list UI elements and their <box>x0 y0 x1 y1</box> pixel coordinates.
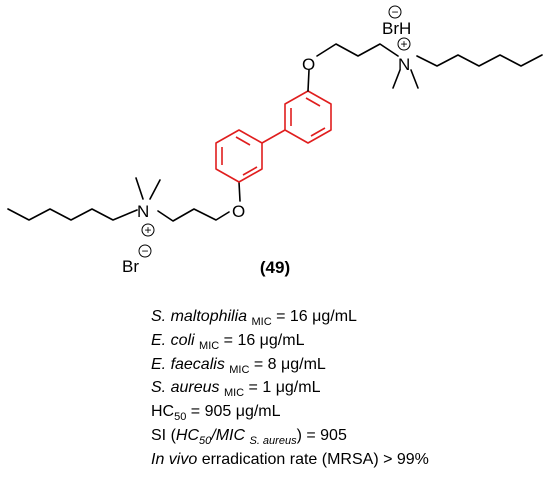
bromide-negative-charge: − <box>138 244 152 258</box>
right-oxygen-atom: O <box>302 55 315 74</box>
prop-coli-mic: E. coli MIC = 16 μg/mL <box>151 331 305 352</box>
left-propyl-linker <box>157 208 230 222</box>
biphenyl-ring-lower <box>215 129 263 183</box>
prop-aureus-mic: S. aureus MIC = 1 μg/mL <box>151 379 321 400</box>
left-n-methyl-2 <box>149 179 161 200</box>
right-n-positive-charge: + <box>397 37 411 51</box>
biphenyl-ring-upper <box>284 90 332 144</box>
left-nitrogen-atom: N <box>137 202 149 221</box>
chemical-structure: O O N N Br BrH + + − − <box>7 5 543 276</box>
prop-selectivity-index: SI (HC50/MIC S. aureus) = 905 <box>151 426 347 447</box>
hydrobromide-negative-charge: − <box>388 5 402 19</box>
ring-upper-double-2 <box>310 127 326 137</box>
prop-hc50: HC50 = 905 μg/mL <box>151 403 281 424</box>
svg-text:−: − <box>391 5 398 19</box>
right-n-methyl-1 <box>392 69 401 89</box>
right-aryl-o-bond <box>307 69 310 92</box>
prop-faecalis-mic: E. faecalis MIC = 8 μg/mL <box>151 355 326 376</box>
right-n-methyl-2 <box>410 69 419 89</box>
left-oxygen-atom: O <box>232 202 245 221</box>
svg-text:+: + <box>400 37 407 51</box>
biphenyl-core <box>215 90 332 183</box>
svg-text:+: + <box>144 223 151 237</box>
right-hexyl-chain <box>416 54 543 67</box>
svg-text:−: − <box>141 244 148 258</box>
biaryl-bond <box>261 129 286 144</box>
prop-in-vivo-eradication: In vivo erradication rate (MRSA) > 99% <box>151 450 429 468</box>
left-n-positive-charge: + <box>141 223 155 237</box>
bromide-counterion: Br <box>122 257 139 276</box>
left-hexyl-chain <box>7 208 138 221</box>
ring-lower-double-3 <box>235 136 251 146</box>
compound-number: (49) <box>259 258 291 277</box>
activity-properties: S. maltophilia MIC = 16 μg/mL E. coli MI… <box>151 306 429 471</box>
ring-lower-double-1 <box>242 166 258 176</box>
right-propyl-linker <box>316 43 399 57</box>
left-aryl-o-bond <box>238 181 241 202</box>
left-n-methyl-1 <box>135 177 144 200</box>
right-nitrogen-atom: N <box>398 55 410 74</box>
ring-upper-double-3 <box>305 97 321 107</box>
hydrobromide-label: BrH <box>382 19 411 38</box>
prop-maltophilia-mic: S. maltophilia MIC = 16 μg/mL <box>151 308 357 328</box>
